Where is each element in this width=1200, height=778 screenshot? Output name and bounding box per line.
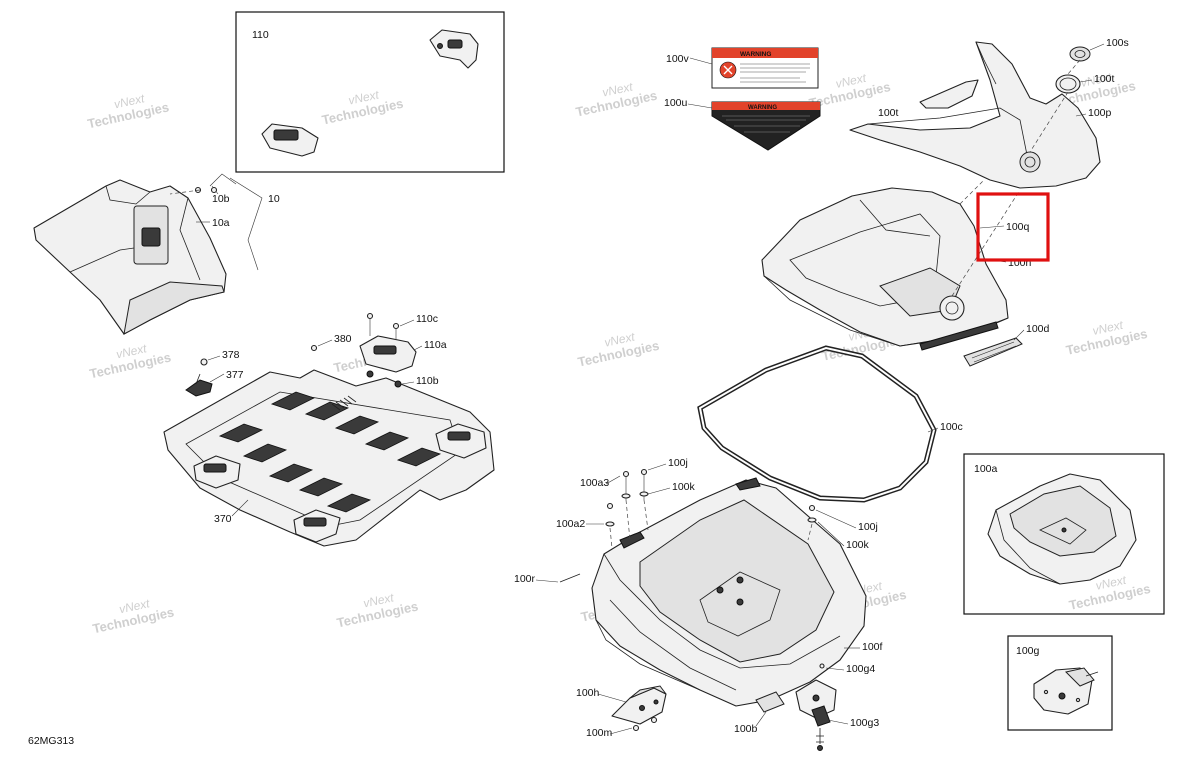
label-100q: 100q (1006, 221, 1030, 233)
label-100s: 100s (1106, 37, 1129, 49)
part-370-base-plate (163, 369, 495, 547)
label-100a: 100a (974, 463, 998, 475)
part-100t-ring (1055, 74, 1081, 94)
label-110: 110 (252, 29, 269, 41)
part-100h-bracket (611, 685, 667, 732)
label-100f: 100f (862, 641, 883, 653)
inset-box-100g: 100g (1007, 635, 1113, 731)
label-100j: 100j (668, 457, 688, 469)
watermark-line1: vNext (1094, 573, 1128, 593)
label-110b: 110b (416, 375, 439, 387)
watermark-line1: vNext (115, 341, 149, 361)
handle-part-upper (429, 29, 479, 69)
watermark-line1: vNext (601, 79, 635, 99)
label-100j-2: 100j (858, 521, 878, 533)
part-10a-bracket (33, 173, 263, 335)
part-100g-latch-assembly (795, 663, 837, 751)
warning-label-100v: WARNING (711, 47, 819, 89)
label-378: 378 (222, 349, 240, 361)
label-100b: 100b (734, 723, 758, 735)
part-100s-cap (1069, 46, 1091, 62)
handle-part-lower (261, 123, 319, 157)
label-100g3: 100g3 (850, 717, 879, 729)
label-100d: 100d (1026, 323, 1050, 335)
label-100t-2: 100t (878, 107, 899, 119)
label-100a3: 100a3 (580, 477, 609, 489)
label-100r: 100r (514, 573, 536, 585)
label-100t: 100t (1094, 73, 1115, 85)
part-100p-top-trim (849, 41, 1101, 189)
label-100g4: 100g4 (846, 663, 875, 675)
warning-title: WARNING (748, 105, 777, 111)
label-377: 377 (226, 369, 244, 381)
label-100h: 100h (576, 687, 600, 699)
label-380: 380 (334, 333, 352, 345)
label-100p: 100p (1088, 107, 1112, 119)
inset-box-100a: 100a (963, 453, 1165, 615)
inset-box-110: 110 (235, 11, 505, 173)
label-100c: 100c (940, 421, 963, 433)
plate-cutouts (218, 391, 442, 513)
figure-code: 62MG313 (28, 735, 74, 747)
label-10a: 10a (212, 217, 230, 229)
watermark-line1: vNext (362, 590, 396, 610)
label-110a: 110a (424, 339, 447, 351)
label-370: 370 (214, 513, 232, 525)
watermark-line1: vNext (834, 71, 868, 91)
watermark-line1: vNext (113, 91, 147, 111)
label-10: 10 (268, 193, 280, 205)
label-100u: 100u (664, 97, 688, 109)
part-100n-lid (761, 179, 1021, 351)
warning-title: WARNING (740, 51, 771, 58)
label-100m: 100m (586, 727, 613, 739)
part-110a-handle (310, 312, 417, 388)
watermark-line1: vNext (118, 596, 152, 616)
leader-370 (231, 499, 249, 517)
label-100v: 100v (666, 53, 690, 65)
highlight-box-100q (976, 192, 1050, 262)
part-100d-strip (963, 337, 1023, 367)
watermark-line1: vNext (1079, 70, 1113, 90)
warning-label-100u: WARNING (711, 101, 821, 151)
part-100t-trim-piece (919, 79, 979, 109)
part-100c-seal (697, 345, 937, 503)
part-100b-pad (755, 691, 785, 713)
label-100a2: 100a2 (556, 518, 585, 530)
part-377-clip (185, 358, 213, 397)
watermark-line1: vNext (603, 329, 637, 349)
tub-fasteners (559, 468, 817, 583)
label-100k-2: 100k (846, 539, 870, 551)
part-100a-tub (591, 477, 867, 707)
label-100k: 100k (672, 481, 696, 493)
watermark-line1: vNext (1091, 318, 1125, 338)
label-10b: 10b (212, 193, 230, 205)
label-100g: 100g (1016, 645, 1040, 657)
label-110c: 110c (416, 313, 438, 325)
watermark-line1: vNext (347, 87, 381, 107)
